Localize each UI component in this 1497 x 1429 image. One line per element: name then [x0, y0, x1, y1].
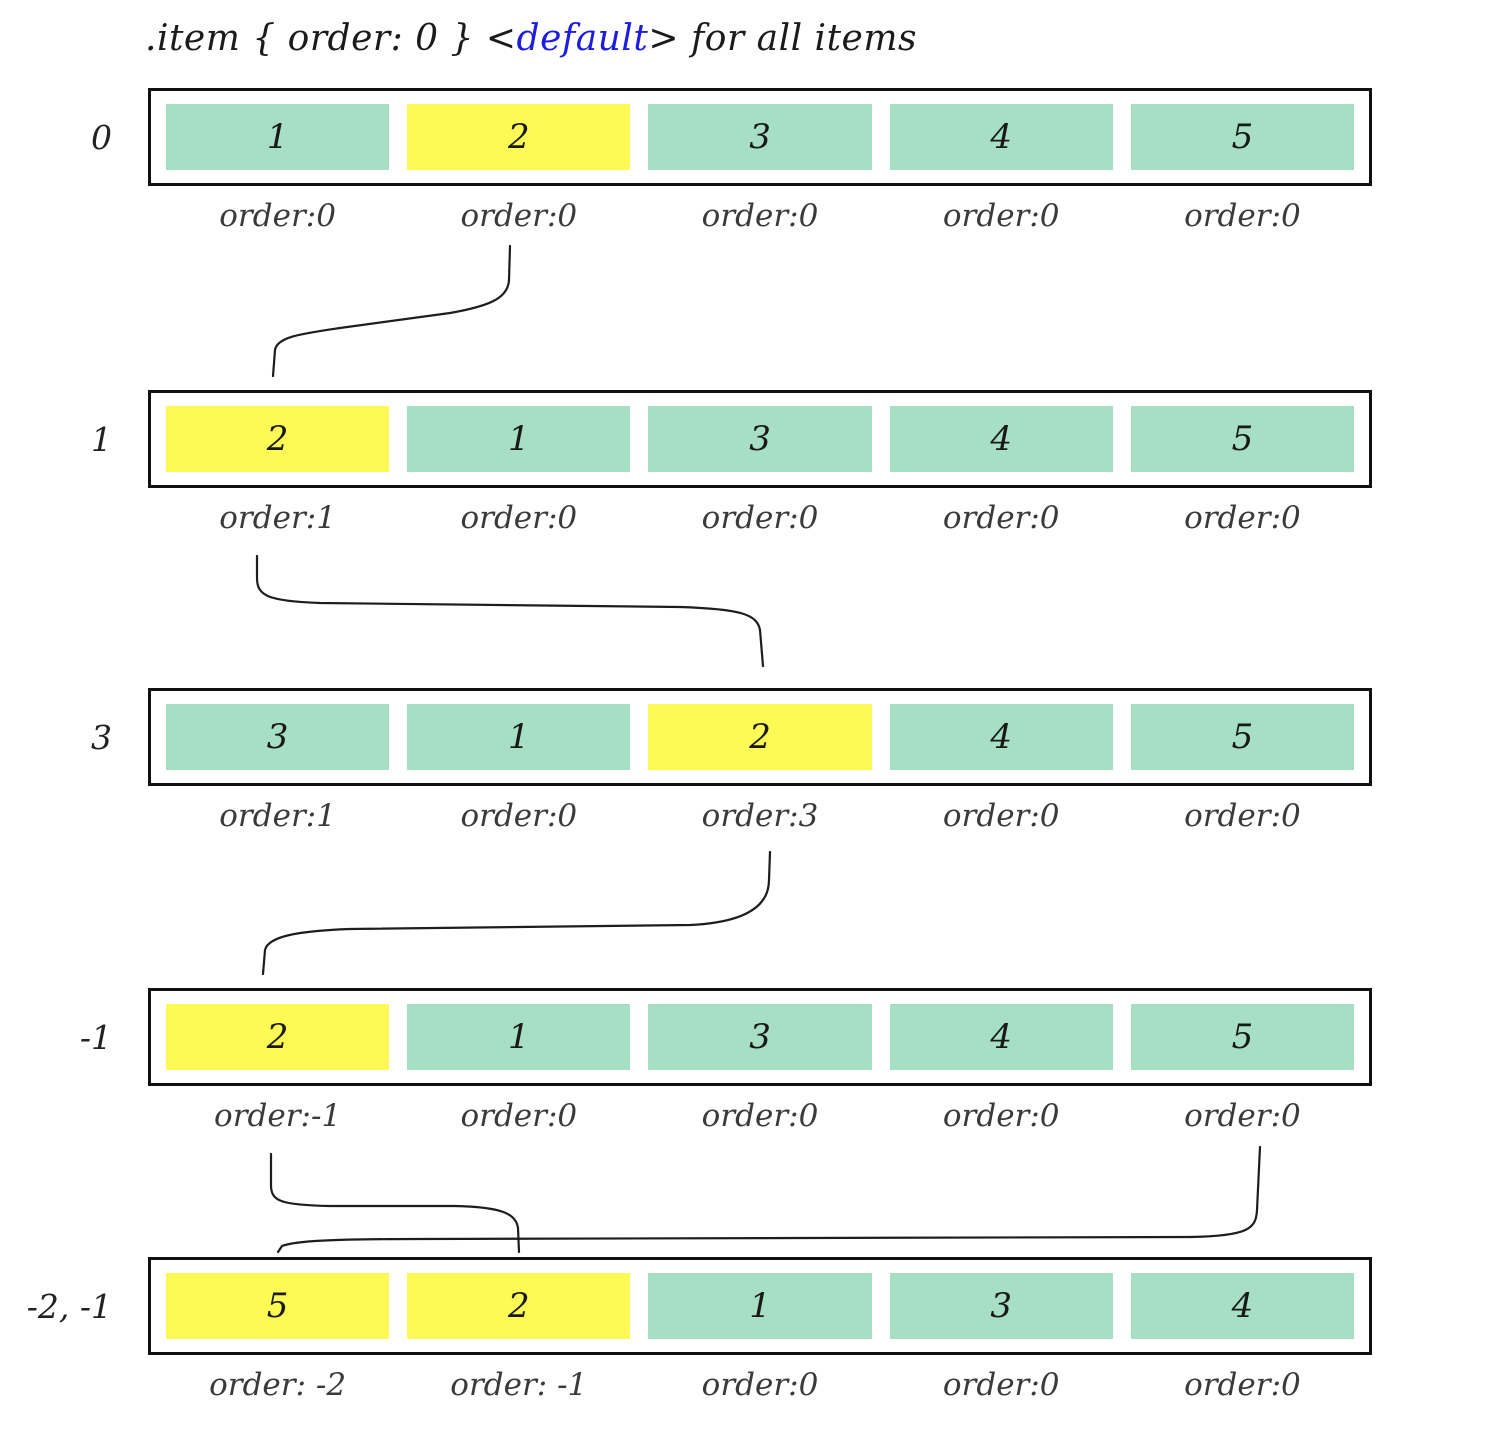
flex-item-box: 1: [407, 704, 631, 770]
title-angle-open: <: [485, 18, 517, 59]
flex-container-row-3: 3 1 2 4 5: [148, 688, 1372, 786]
flex-item-box: 5: [166, 1273, 390, 1339]
order-label: order:0: [1184, 198, 1301, 234]
order-label: order:0: [460, 198, 578, 234]
order-label: order:3: [701, 798, 819, 834]
order-label: order:0: [942, 198, 1060, 234]
order-label: order:0: [1184, 1098, 1301, 1134]
row-label-3: 3: [91, 718, 112, 757]
flex-item-box: 2: [166, 406, 390, 472]
order-label: order:0: [460, 798, 578, 834]
row-label-0: 0: [91, 118, 112, 157]
flex-item-box: 1: [648, 1273, 872, 1339]
orders-row-0: order:0 order:0 order:0 order:0 order:0: [151, 198, 1369, 240]
connector-arrow-row1-to-row3: [255, 554, 765, 668]
title-prefix: .item { order: 0 }: [145, 18, 486, 59]
order-label: order:0: [460, 500, 578, 536]
orders-row-3: order:1 order:0 order:3 order:0 order:0: [151, 798, 1369, 840]
order-label: order:-1: [214, 1098, 342, 1134]
flex-item-box: 4: [1130, 1273, 1355, 1339]
flex-container-row-neg2-neg1: 5 2 1 3 4: [148, 1257, 1372, 1355]
order-label: order:0: [701, 198, 819, 234]
row-label-1: 1: [91, 420, 112, 459]
flex-item-box: 1: [407, 406, 631, 472]
order-label: order:0: [701, 1367, 819, 1403]
order-label: order:1: [219, 798, 336, 834]
flex-container-row-0: 1 2 3 4 5: [148, 88, 1372, 186]
flex-item-box: 5: [1130, 406, 1355, 472]
flex-container-row-neg1: 2 1 3 4 5: [148, 988, 1372, 1086]
orders-row-neg2-neg1: order: -2 order: -1 order:0 order:0 orde…: [151, 1367, 1369, 1409]
flex-item-box: 3: [648, 1004, 872, 1070]
flex-container-row-1: 2 1 3 4 5: [148, 390, 1372, 488]
title-angle-close: >: [648, 18, 680, 59]
order-label: order:0: [942, 500, 1060, 536]
order-label: order:0: [1184, 1367, 1301, 1403]
order-label: order: -1: [450, 1367, 588, 1403]
flex-item-box: 4: [889, 406, 1113, 472]
flex-item-box: 2: [166, 1004, 390, 1070]
flex-item-box: 3: [166, 704, 390, 770]
order-label: order: -2: [209, 1367, 347, 1403]
order-label: order:0: [1184, 500, 1301, 536]
order-label: order:0: [942, 1098, 1060, 1134]
order-label: order:0: [701, 500, 819, 536]
flex-item-box: 4: [889, 1004, 1113, 1070]
flex-item-box: 3: [889, 1273, 1113, 1339]
flex-item-box: 5: [1130, 104, 1355, 170]
title-suffix: for all items: [679, 18, 917, 59]
order-label: order:0: [942, 1367, 1060, 1403]
flex-item-box: 3: [648, 406, 872, 472]
connector-arrow-row3-to-rowneg1: [261, 850, 772, 976]
page-title: .item { order: 0 } <default> for all ite…: [145, 18, 917, 59]
order-label: order:1: [219, 500, 336, 536]
flex-item-box: 2: [407, 1273, 631, 1339]
orders-row-neg1: order:-1 order:0 order:0 order:0 order:0: [151, 1098, 1369, 1140]
order-label: order:0: [460, 1098, 578, 1134]
flex-item-box: 1: [407, 1004, 631, 1070]
order-label: order:0: [1184, 798, 1301, 834]
flex-item-box: 4: [889, 704, 1113, 770]
row-label-neg2-neg1: -2, -1: [26, 1287, 112, 1326]
flex-item-box: 5: [1130, 1004, 1355, 1070]
connector-arrow-rowneg1-to-rowneg2-b: [276, 1145, 1262, 1254]
connector-arrow-row0-to-row1: [271, 244, 512, 378]
flex-item-box: 2: [407, 104, 631, 170]
flex-item-box: 4: [889, 104, 1113, 170]
flex-item-box: 3: [648, 104, 872, 170]
orders-row-1: order:1 order:0 order:0 order:0 order:0: [151, 500, 1369, 542]
order-label: order:0: [219, 198, 336, 234]
connector-arrow-rowneg1-to-rowneg2-a: [269, 1152, 521, 1254]
title-default-keyword: default: [516, 18, 649, 59]
order-label: order:0: [701, 1098, 819, 1134]
flex-item-box: 1: [166, 104, 390, 170]
row-label-neg1: -1: [79, 1018, 112, 1057]
order-label: order:0: [942, 798, 1060, 834]
flex-item-box: 2: [648, 704, 872, 770]
flex-item-box: 5: [1130, 704, 1355, 770]
